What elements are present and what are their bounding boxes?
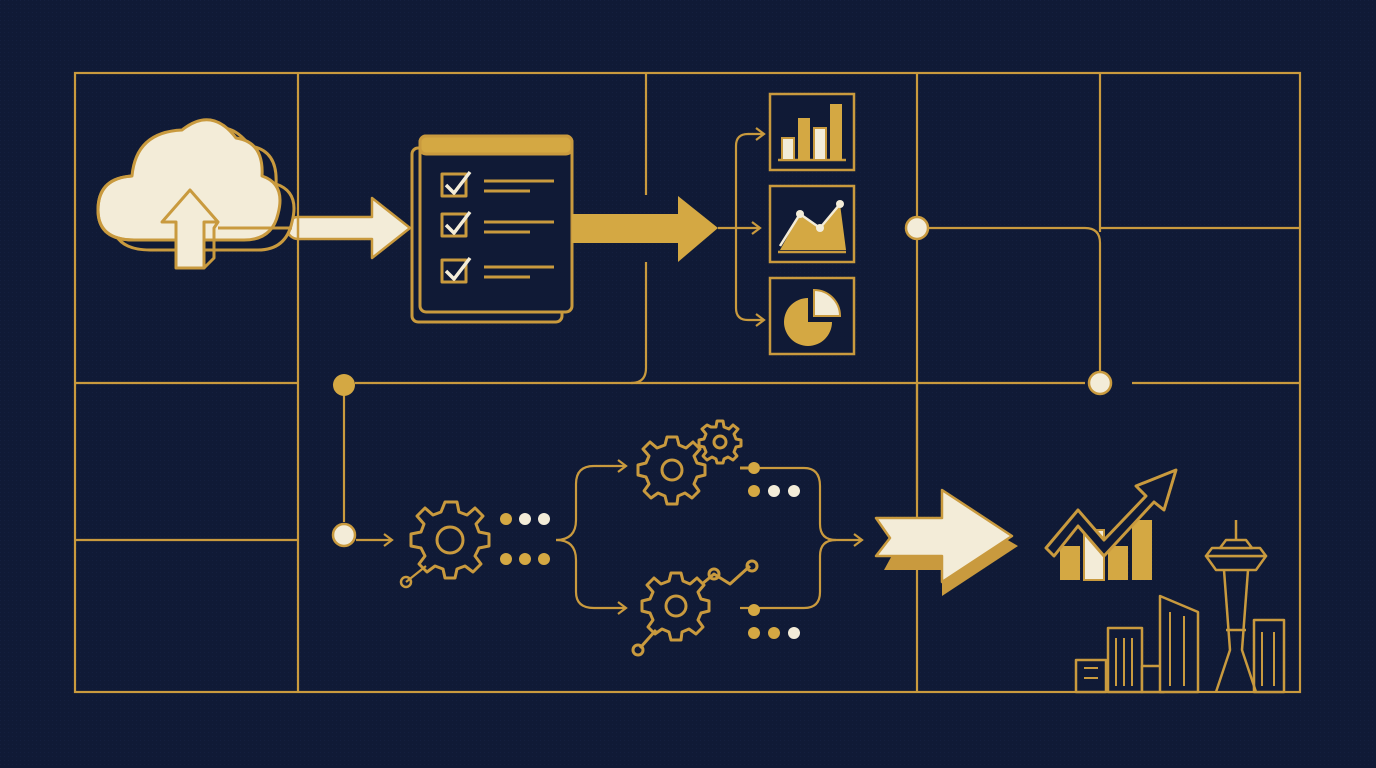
- city-skyline-icon: [1074, 594, 1286, 694]
- checklist-icon: [410, 134, 574, 324]
- arrow-process-to-growth: [874, 488, 1018, 596]
- cloud-upload-icon: [96, 118, 296, 270]
- node-process: [331, 522, 357, 548]
- arrow-upload-to-checklist: [296, 196, 412, 260]
- checklist-item: [440, 170, 554, 198]
- line-chart-icon: [768, 184, 856, 264]
- gear-cluster-icon: [636, 419, 748, 506]
- bar-chart-icon: [768, 92, 856, 172]
- node-right: [904, 215, 930, 241]
- process-node-small: [399, 575, 413, 589]
- arrow-checklist-to-reports: [572, 196, 718, 262]
- pie-chart-icon: [768, 276, 856, 356]
- growth-chart-icon: [1044, 468, 1178, 581]
- status-dots: [500, 462, 800, 639]
- node-right-lower: [1087, 370, 1113, 396]
- space-needle-icon: [1204, 520, 1268, 693]
- grid-frame: [73, 71, 1302, 694]
- checklist-item: [440, 256, 554, 284]
- fanout-connector: [718, 127, 766, 327]
- node-gold: [333, 374, 355, 396]
- checklist-item: [440, 210, 554, 238]
- gear-icon: [409, 500, 491, 580]
- gear-cluster-icon: [631, 559, 759, 657]
